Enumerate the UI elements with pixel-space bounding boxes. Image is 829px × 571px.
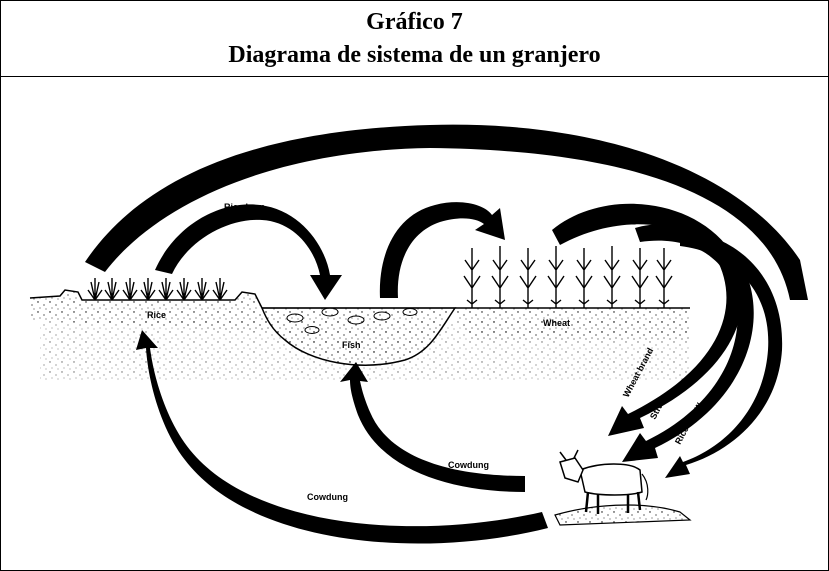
- figure-header: Gráfico 7 Diagrama de sistema de un gran…: [1, 1, 828, 77]
- cow-horns: [559, 449, 579, 461]
- wheat-plants: [463, 246, 673, 308]
- arrow-cowdung-to-rice: [136, 330, 548, 544]
- soil-texture: [40, 320, 690, 380]
- cow-legs: [584, 491, 642, 514]
- cow-head: [559, 457, 584, 483]
- label-wheat: Wheat: [543, 318, 570, 328]
- rice-plants: [87, 278, 228, 301]
- arrow-pond-to-wheat: [379, 202, 505, 298]
- cow-illustration: [554, 449, 692, 526]
- label-cowdung-rice: Cowdung: [307, 492, 348, 502]
- arrow-rice-to-wheat-outer: [85, 124, 808, 300]
- label-fish: Fish: [342, 340, 361, 350]
- label-cowdung-fish: Cowdung: [448, 460, 489, 470]
- cow-hill: [554, 504, 692, 526]
- arrow-rice-bran: [155, 204, 342, 300]
- cow-tail: [641, 473, 649, 501]
- arrow-wheat-brand: [552, 203, 743, 436]
- label-rice-bran: Rice bran: [224, 202, 265, 212]
- arrow-rice-straw: [665, 230, 783, 478]
- arrow-cowdung-to-fish: [340, 362, 525, 492]
- figure-number: Gráfico 7: [366, 9, 463, 35]
- label-rice: Rice: [147, 310, 166, 320]
- figure-title: Diagrama de sistema de un granjero: [228, 42, 601, 68]
- rice-field-surface: [29, 289, 263, 309]
- cow-body: [579, 463, 643, 496]
- arrow-straw: [622, 224, 754, 462]
